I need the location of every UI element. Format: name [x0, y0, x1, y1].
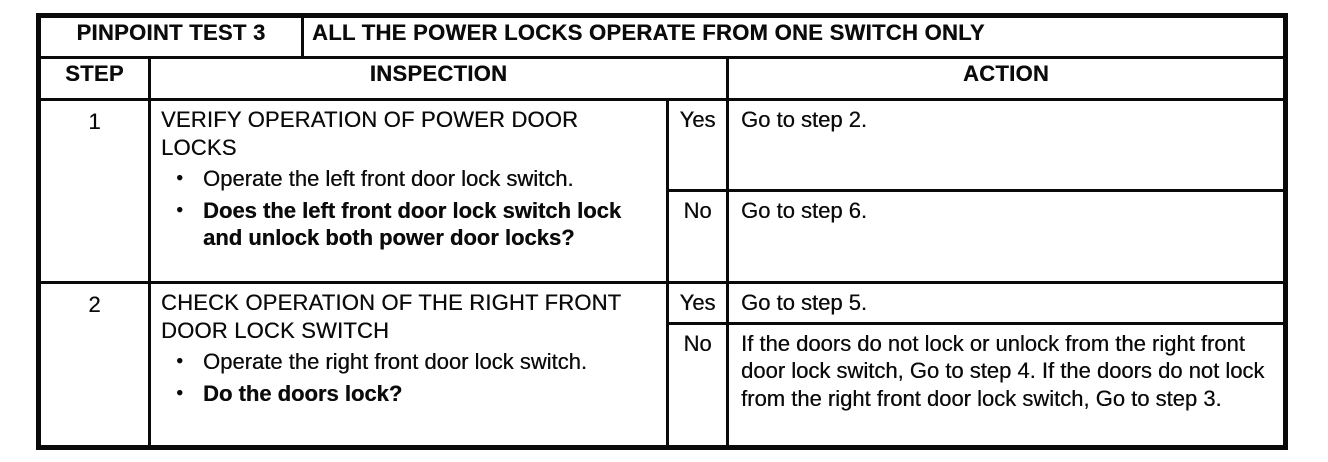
column-header-row: STEP INSPECTION ACTION — [37, 56, 1288, 101]
inspection-cell: CHECK OPERATION OF THE RIGHT FRONT DOOR … — [148, 281, 669, 449]
step-1-no-row: No Go to step 6. — [39, 189, 1288, 284]
inspection-bullet: Operate the right front door lock switch… — [161, 348, 656, 376]
action-cell: Go to step 6. — [725, 189, 1288, 284]
pinpoint-test-label: PINPOINT TEST 3 — [37, 14, 304, 59]
step-number: 2 — [37, 281, 151, 449]
pinpoint-test-description: ALL THE POWER LOCKS OPERATE FROM ONE SWI… — [300, 14, 1288, 59]
action-cell: Go to step 5. — [725, 281, 1288, 325]
step-1-yes-row: 1 VERIFY OPERATION OF POWER DOOR LOCKS O… — [37, 98, 1288, 284]
inspection-question-bullet: Does the left front door lock switch loc… — [161, 197, 656, 252]
step-number: 1 — [37, 98, 151, 284]
action-cell: If the doors do not lock or unlock from … — [725, 321, 1288, 449]
verdict-cell: No — [666, 189, 729, 284]
inspection-question-bullet: Do the doors lock? — [161, 380, 656, 408]
step-2-no-row: No If the doors do not lock or unlock fr… — [39, 321, 1288, 449]
inspection-title: CHECK OPERATION OF THE RIGHT FRONT DOOR … — [161, 290, 621, 343]
inspection-bullet-list: Operate the left front door lock switch.… — [161, 165, 656, 252]
column-header-action: ACTION — [725, 56, 1288, 101]
inspection-bullet-list: Operate the right front door lock switch… — [161, 348, 656, 407]
column-header-step: STEP — [37, 56, 151, 101]
pinpoint-test-table: PINPOINT TEST 3 ALL THE POWER LOCKS OPER… — [36, 13, 1289, 450]
inspection-cell: VERIFY OPERATION OF POWER DOOR LOCKS Ope… — [148, 98, 669, 284]
inspection-title: VERIFY OPERATION OF POWER DOOR LOCKS — [161, 107, 579, 160]
verdict-cell: No — [666, 321, 729, 449]
action-cell: Go to step 2. — [725, 98, 1288, 192]
column-header-inspection: INSPECTION — [148, 56, 729, 101]
title-row: PINPOINT TEST 3 ALL THE POWER LOCKS OPER… — [37, 14, 1288, 59]
verdict-cell: Yes — [666, 98, 729, 192]
inspection-bullet: Operate the left front door lock switch. — [161, 165, 656, 193]
step-2-yes-row: 2 CHECK OPERATION OF THE RIGHT FRONT DOO… — [37, 281, 1288, 449]
verdict-cell: Yes — [666, 281, 729, 325]
